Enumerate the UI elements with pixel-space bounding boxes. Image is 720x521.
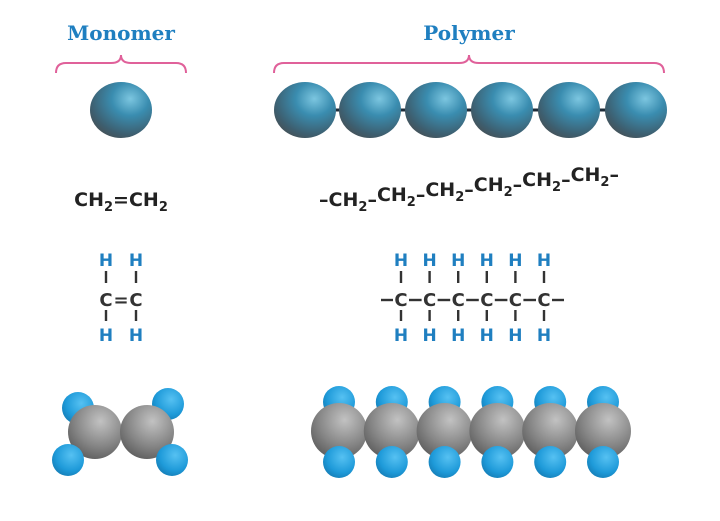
polymer-condensed-formula: –CH2–CH2–CH2–CH2–CH2–CH2– (319, 164, 619, 215)
hydrogen-label: H (394, 326, 408, 346)
carbon-label: C (99, 290, 112, 311)
carbon-atom (68, 405, 122, 459)
bead (339, 82, 401, 138)
hydrogen-label: H (508, 251, 522, 271)
hydrogen-atom (587, 446, 619, 478)
polymer-molecule-model (311, 386, 631, 478)
hydrogen-atom (481, 446, 514, 478)
hydrogen-label: H (422, 251, 436, 271)
hydrogen-atom (534, 446, 567, 478)
formula-part: =CH (113, 189, 159, 211)
hydrogen-label: H (537, 251, 551, 271)
hydrogen-label: H (99, 326, 113, 346)
hydrogen-label: H (129, 251, 143, 271)
formula-subscript: 2 (552, 180, 561, 195)
carbon-label: C (509, 290, 522, 311)
formula-part: CH (329, 189, 359, 211)
monomer-condensed-formula: CH2=CH2 (74, 189, 168, 215)
monomer-bead (90, 82, 152, 138)
formula-subscript: 2 (455, 190, 464, 205)
formula-bond: – (464, 179, 474, 201)
formula-part: CH (74, 189, 104, 211)
formula-part: CH (377, 184, 407, 206)
formula-subscript: 2 (504, 185, 513, 200)
formula-bond: – (561, 169, 571, 191)
formula-bond: – (513, 174, 523, 196)
formula-part: CH (571, 164, 601, 186)
bead (274, 82, 336, 138)
carbon-atom (311, 403, 367, 459)
hydrogen-label: H (394, 251, 408, 271)
formula-bond: – (319, 189, 329, 211)
double-bond: = (113, 290, 128, 311)
carbon-atom (522, 403, 579, 459)
hydrogen-label: H (422, 326, 436, 346)
carbon-atom (120, 405, 174, 459)
monomer-bracket (55, 54, 187, 74)
hydrogen-atom (52, 444, 84, 476)
carbon-atom (416, 403, 473, 459)
bead (405, 82, 467, 138)
formula-subscript: 2 (407, 195, 416, 210)
hydrogen-label: H (451, 251, 465, 271)
formula-subscript: 2 (104, 200, 113, 215)
carbon-label: C (394, 290, 407, 311)
bead (538, 82, 600, 138)
polymer-bead-chain (274, 82, 667, 138)
hydrogen-atom (375, 446, 408, 478)
hydrogen-atom (428, 446, 461, 478)
hydrogen-label: H (480, 326, 494, 346)
formula-part: CH (474, 174, 504, 196)
monomer-molecule-model (52, 388, 188, 476)
formula-part: CH (425, 179, 455, 201)
formula-subscript: 2 (358, 200, 367, 215)
polymer-heading: Polymer (423, 21, 515, 45)
hydrogen-atom (323, 446, 355, 478)
carbon-atom (363, 403, 420, 459)
hydrogen-label: H (451, 326, 465, 346)
hydrogen-label: H (537, 326, 551, 346)
carbon-atom (469, 403, 526, 459)
hydrogen-label: H (508, 326, 522, 346)
polymer-bracket (273, 54, 665, 74)
hydrogen-atom (156, 444, 188, 476)
formula-subscript: 2 (159, 200, 168, 215)
formula-part: CH (522, 169, 552, 191)
formula-subscript: 2 (600, 175, 609, 190)
formula-bond: – (367, 189, 377, 211)
bead (605, 82, 667, 138)
formula-bond: – (609, 164, 619, 186)
carbon-label: C (452, 290, 465, 311)
hydrogen-label: H (129, 326, 143, 346)
carbon-label: C (537, 290, 550, 311)
carbon-label: C (423, 290, 436, 311)
carbon-atom (575, 403, 631, 459)
formula-bond: – (416, 184, 426, 206)
monomer-heading: Monomer (67, 21, 175, 45)
hydrogen-label: H (480, 251, 494, 271)
bead (471, 82, 533, 138)
hydrogen-label: H (99, 251, 113, 271)
carbon-label: C (480, 290, 493, 311)
carbon-label: C (129, 290, 142, 311)
